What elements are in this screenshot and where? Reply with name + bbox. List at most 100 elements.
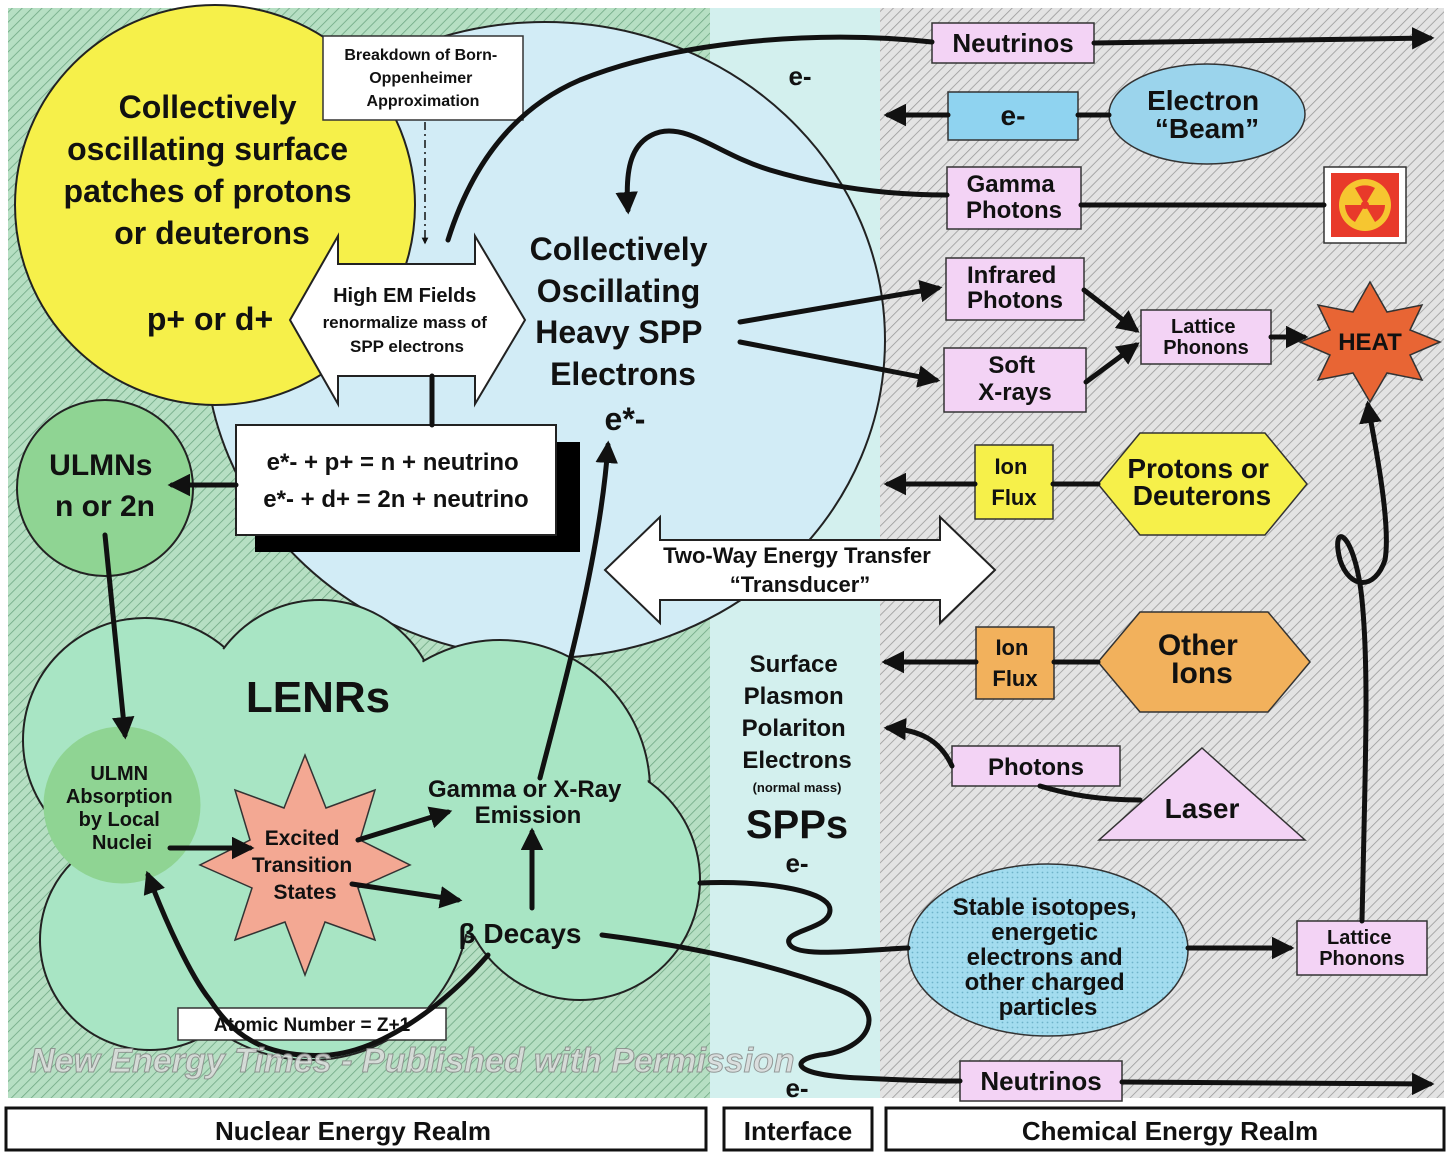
absorption-line-2: Absorption: [66, 786, 173, 808]
ulmns-to-absorption-arrow: [102, 532, 135, 740]
spp-line-1: Surface: [750, 651, 838, 678]
interface-realm-box: [722, 1106, 874, 1152]
svg-text:Two-Way Energy Transfer “T: Two-Way Energy Transfer “Transducer”: [663, 543, 937, 597]
bottom-e-label: e-: [785, 1073, 808, 1103]
lattice-top-line-1: Lattice: [1171, 316, 1235, 338]
atomic-number-label: Atomic Number = Z+1: [214, 1015, 411, 1036]
svg-text:ULMNs n or 2n: ULMNs n or 2n: [49, 449, 161, 523]
ion-flux-1-box: [974, 444, 1054, 520]
gamma-emission-line-1: Gamma or X-Ray: [428, 776, 622, 803]
xrays-line-2: X-rays: [978, 379, 1051, 406]
patches-line-3: patches of protons: [64, 173, 352, 209]
neutrinos-top-arrow: [1091, 27, 1435, 50]
heavy-line-3: Heavy SPP: [535, 314, 702, 350]
heavy-line-4: Electrons: [550, 356, 696, 392]
gamma-to-heavy-curve: [615, 128, 950, 215]
beta-to-neutrinos-curve: [599, 932, 963, 1084]
infrared-to-lattice-arrow: [1081, 287, 1140, 333]
cloud-to-isotopes-curve: [697, 880, 911, 955]
connectors: [102, 27, 1435, 1096]
heavy-to-infrared-arrow: [737, 279, 943, 325]
transducer-line-1: Two-Way Energy Transfer: [663, 543, 931, 568]
absorption-line-4: Nuclei: [92, 832, 152, 854]
ulmns-line-2: n or 2n: [55, 490, 155, 523]
transducer-line-2: “Transducer”: [730, 572, 871, 597]
e-star-label: e*-: [605, 401, 646, 437]
p-or-d-label: p+ or d+: [147, 301, 273, 337]
absorption-line-1: ULMN: [90, 763, 148, 785]
other-ions-line-2: Ions: [1171, 657, 1233, 690]
lenrs-label: LENRs: [246, 673, 390, 722]
protons-line-1: Protons or: [1127, 453, 1269, 484]
reaction-2: e*- + d+ = 2n + neutrino: [263, 486, 528, 513]
isotopes-line-3: electrons and: [967, 944, 1123, 971]
gamma-to-estar-arrow: [537, 440, 618, 781]
e-box: [947, 91, 1079, 141]
spps-label: SPPs: [746, 803, 848, 847]
heavy-line-2: Oscillating: [537, 273, 701, 309]
svg-text:Other Ions: Other Ions: [1158, 629, 1246, 690]
xrays-line-1: Soft: [988, 352, 1035, 379]
em-line-2: renormalize mass of: [323, 313, 488, 332]
svg-text:Surface Plasmon Polari: Surface Plasmon Polariton Electrons: [742, 651, 853, 774]
transducer-double-arrow: [603, 514, 997, 626]
spp-normal-mass: (normal mass): [753, 780, 842, 795]
e-box-label: e-: [1001, 100, 1026, 131]
born-line-2: Oppenheimer: [369, 70, 472, 87]
em-line-3: SPP electrons: [350, 337, 464, 356]
ion-flux-2-line-2: Flux: [992, 666, 1038, 691]
gamma-photons-line-2: Photons: [966, 197, 1062, 224]
absorption-line-3: by Local: [79, 809, 160, 831]
neutrinos-top-box: [931, 22, 1095, 64]
svg-text:Soft X-rays: Soft X-rays: [978, 352, 1051, 406]
born-line-3: Approximation: [367, 93, 480, 110]
svg-text:ULMN Absorption by Loc: ULMN Absorption by Local Nuclei: [66, 763, 178, 854]
reactions-box: [235, 424, 557, 536]
spp-line-2: Plasmon: [744, 683, 844, 710]
chemical-realm-label: Chemical Energy Realm: [1022, 1116, 1318, 1146]
spp-line-3: Polariton: [742, 715, 846, 742]
atomic-number-box: [177, 1007, 447, 1041]
svg-text:High EM Fields renormalize: High EM Fields renormalize mass of SPP e…: [323, 285, 492, 356]
chemical-realm-box: [884, 1106, 1446, 1152]
patches-line-2: oscillating surface: [67, 131, 348, 167]
born-line-1: Breakdown of Born-: [344, 47, 497, 64]
gamma-photons-box: [946, 166, 1082, 230]
xrays-to-lattice-arrow: [1083, 342, 1140, 385]
ion-flux-1-line-2: Flux: [991, 485, 1037, 510]
svg-text:Infrared Photons: Infrared Photons: [967, 262, 1063, 314]
svg-text:Breakdown of Born- Oppenhe: Breakdown of Born- Oppenheimer Approxima…: [344, 47, 501, 110]
spp-e-label: e-: [785, 848, 808, 878]
interface-realm-label: Interface: [744, 1116, 852, 1146]
em-to-neutrinos-curve: [445, 34, 935, 243]
ion-flux-1-line-1: Ion: [994, 454, 1027, 479]
neutrinos-top-label: Neutrinos: [952, 28, 1073, 58]
ulmns-circle: [16, 399, 194, 577]
nuclear-realm-box: [4, 1106, 708, 1152]
svg-text:e*- + p+ = n + neutrino e*: e*- + p+ = n + neutrino e*- + d+ = 2n + …: [263, 449, 528, 513]
other-ions-line-1: Other: [1158, 629, 1238, 662]
svg-text:Lattice Phonons: Lattice Phonons: [1163, 316, 1249, 359]
beta-decays-label: β Decays: [459, 918, 582, 949]
top-e-label: e-: [788, 61, 811, 91]
isotopes-line-5: particles: [999, 994, 1098, 1021]
em-line-1: High EM Fields: [333, 285, 476, 307]
beam-line-2: “Beam”: [1155, 113, 1259, 144]
excited-to-beta-arrow: [349, 881, 463, 909]
svg-text:Excited Transition Sta: Excited Transition States: [252, 827, 358, 904]
beam-line-1: Electron: [1147, 85, 1259, 116]
laser-label: Laser: [1165, 793, 1240, 824]
ion-flux-2-line-1: Ion: [995, 635, 1028, 660]
lattice-phonons-top-box: [1140, 309, 1272, 365]
patches-line-1: Collectively: [119, 89, 297, 125]
excited-to-gamma-arrow: [355, 806, 453, 843]
nuclear-realm-label: Nuclear Energy Realm: [215, 1116, 491, 1146]
infrared-line-1: Infrared: [967, 262, 1056, 289]
svg-text:Gamma or X-Ray Emission: Gamma or X-Ray Emission: [428, 776, 628, 829]
gamma-photons-line-1: Gamma: [967, 171, 1056, 198]
svg-text:Collectively oscillating s: Collectively oscillating surface patches…: [64, 89, 361, 251]
svg-text:Stable isotopes, energetic: Stable isotopes, energetic electrons and…: [953, 894, 1144, 1021]
reaction-1: e*- + p+ = n + neutrino: [267, 449, 519, 476]
heavy-to-xrays-arrow: [737, 339, 941, 388]
